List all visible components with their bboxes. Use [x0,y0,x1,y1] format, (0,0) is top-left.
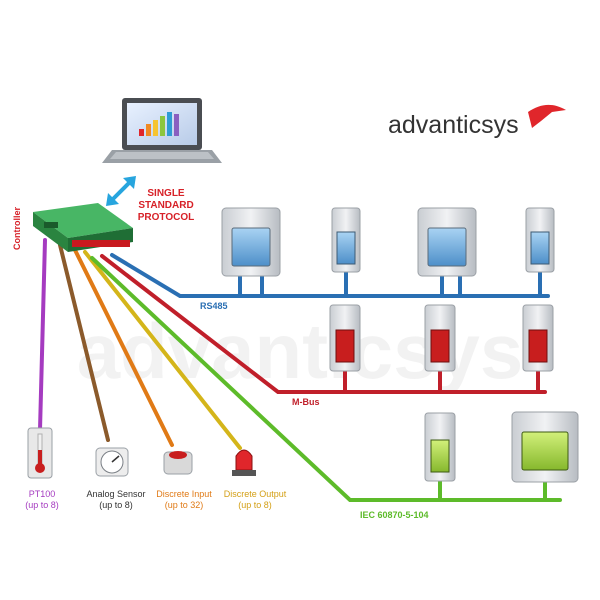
discrete-input-wire [73,248,174,447]
bus-label-mbus: M-Bus [292,397,320,407]
input-label-discrete-output: Discrete Output [224,489,287,499]
small-meter-1 [331,207,361,273]
rs485-bus [110,253,550,298]
logo-text: advanticsys [388,111,519,139]
discrete-output-wire [83,250,242,450]
analog-wire [58,243,110,442]
bus-label-iec: IEC 60870-5-104 [360,510,429,520]
controller-label: Controller [12,207,22,250]
large-meter-1 [221,207,281,277]
logo-swoosh-icon [528,104,566,128]
input-sublabel-pt100: (up to 8) [25,500,59,510]
mbus-meter-1 [329,304,361,372]
input-sublabel-analog: (up to 8) [99,500,133,510]
laptop-icon [102,98,222,163]
thermometer-icon [27,427,53,479]
protocol-label-line3: PROTOCOL [138,212,194,223]
controller-device [33,203,133,252]
mbus-bus [100,254,547,394]
protocol-label-line1: SINGLE [147,188,185,199]
bar-chart-icon [139,112,179,136]
gauge-icon [95,447,129,477]
bus-label-rs485: RS485 [200,301,228,311]
push-button-icon [163,451,193,475]
pt100-wire [38,238,47,432]
advanticsys-logo: advanticsys [388,104,566,139]
alarm-beacon-icon [232,449,256,476]
input-sublabel-discrete-output: (up to 8) [238,500,272,510]
mbus-meter-2 [424,304,456,372]
iec-meter-large [511,411,579,483]
small-meter-2 [525,207,555,273]
input-label-pt100: PT100 [29,489,56,499]
input-label-discrete-input: Discrete Input [156,489,212,499]
mbus-meter-3 [522,304,554,372]
watermark: advanticsys [77,307,524,395]
input-sublabel-discrete-input: (up to 32) [165,500,204,510]
protocol-label-line2: STANDARD [138,200,193,211]
protocol-arrow-icon [106,176,136,206]
input-wires [38,238,242,450]
input-label-analog: Analog Sensor [86,489,145,499]
iec-meter-small [424,412,456,482]
large-meter-2 [417,207,477,277]
